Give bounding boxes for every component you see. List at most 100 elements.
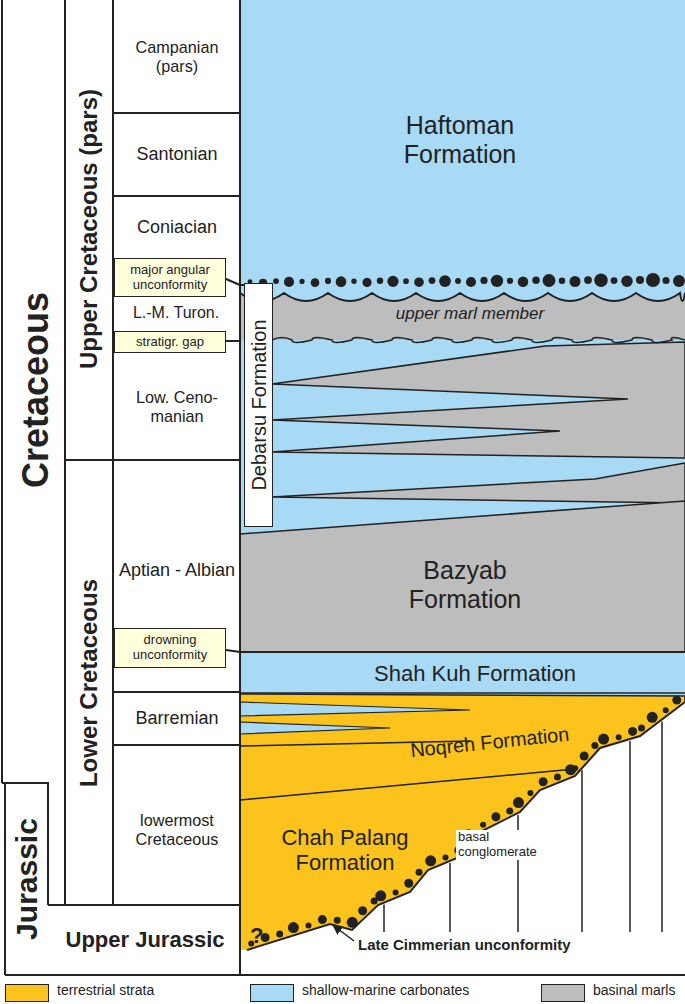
conglomerate-clast [403, 278, 409, 284]
note-text: major angular unconformity [118, 263, 222, 293]
unit-name: Coniacian [137, 217, 217, 238]
unit-name: L.-M. Turon. [133, 304, 219, 322]
conglomerate-clast [425, 855, 436, 866]
basement-line [449, 863, 451, 932]
angular-unconformity [240, 293, 685, 301]
note-box: drowning unconformity [114, 628, 226, 668]
conglomerate-clast [443, 854, 449, 860]
stage-cell: Barremian [116, 694, 238, 743]
column-title: Lower Cretaceous [75, 579, 103, 787]
stage-cell: Campanian (pars) [116, 2, 238, 111]
conglomerate-clast [580, 752, 589, 761]
basement-line [661, 721, 663, 932]
formation-label: Noqreh Formation [370, 722, 610, 762]
conglomerate-clast [527, 790, 533, 796]
epoch-column: Upper Cretaceous (pars) [66, 0, 112, 458]
conglomerate-clast [350, 919, 356, 925]
conglomerate-clast [584, 276, 592, 284]
basement-line [629, 741, 631, 932]
conglomerate-clast [347, 917, 358, 928]
unit-name: upper marl member [396, 304, 544, 324]
unit-name: Noqreh Formation [410, 722, 571, 761]
drowning-surface [240, 651, 685, 653]
conglomerate-clast [362, 278, 371, 287]
conglomerate-clast [646, 273, 660, 287]
legend-swatch [541, 984, 585, 1002]
conglomerate-clast [288, 922, 299, 933]
legend-text: basinal marls [593, 983, 685, 997]
formation-box: Debarsu Formation [244, 283, 273, 527]
conglomerate-clast [506, 807, 513, 814]
conglomerate-clast [673, 275, 685, 287]
conglomerate-clast [318, 915, 327, 924]
legend-text: terrestrial strata [57, 983, 187, 997]
column-title: Upper Cretaceous (pars) [75, 89, 103, 369]
conglomerate-clast [662, 277, 669, 284]
conglomerate-clast [325, 278, 331, 284]
unit-name: Shah Kuh Formation [374, 661, 576, 686]
conglomerate-clast [559, 277, 566, 284]
conglomerate-clast [404, 879, 413, 888]
legend-swatch [250, 984, 294, 1002]
carbonate-tongue [240, 702, 470, 716]
conglomerate-clast [672, 696, 681, 705]
conglomerate-clast [375, 890, 386, 901]
stage-cell: Coniacian [116, 198, 238, 256]
conglomerate-clast [429, 277, 436, 284]
conglomerate-clast [387, 276, 398, 287]
note-text: stratigr. gap [136, 335, 204, 350]
conglomerate-clast [455, 278, 461, 284]
stage-cell: Low. Ceno- manian [116, 356, 238, 458]
conglomerate-clast [616, 734, 622, 740]
conglomerate-clast [594, 274, 607, 287]
conglomerate-clast [621, 276, 632, 287]
column-title: Jurassic [10, 818, 45, 940]
unconformity-line [247, 702, 685, 950]
stage-cell: lowermost Cretaceous [116, 770, 238, 890]
conglomerate-clast [305, 922, 311, 928]
conglomerate-clast [554, 774, 561, 781]
conglomerate-clast [507, 278, 513, 284]
legend-text: shallow-marine carbonates [302, 983, 492, 997]
unit-name: Chah Palang Formation [270, 825, 420, 876]
conglomerate-clast [491, 275, 503, 287]
pre-unconformity-ground [240, 702, 685, 975]
conglomerate-clast [393, 889, 399, 895]
conglomerate-clast [572, 765, 578, 771]
conglomerate-clast [638, 724, 645, 731]
unit-name: Campanian (pars) [116, 38, 238, 75]
leader-arrow [334, 926, 354, 941]
conglomerate-clast [569, 276, 580, 287]
conglomerate-clast [491, 812, 500, 821]
conglomerate-clast [351, 279, 356, 284]
conglomerate-clast [513, 797, 524, 808]
unit-name: Bazyab Formation [405, 556, 525, 614]
column-title: Debarsu Formation [247, 319, 270, 490]
epoch-column: Lower Cretaceous [66, 462, 112, 904]
note-box: major angular unconformity [114, 258, 226, 297]
conglomerate-clast [414, 277, 424, 287]
conglomerate-clast [273, 278, 279, 284]
stage-cell: Upper Jurassic [52, 907, 238, 973]
facies-boundary [240, 769, 575, 800]
unit-name: Low. Ceno- manian [116, 388, 238, 425]
conglomerate-clast [466, 277, 476, 287]
stage-cell: L.-M. Turon. [114, 298, 238, 328]
conglomerate-clast [284, 277, 294, 287]
conglomerate-clast [539, 777, 548, 786]
unit-name: lowermost Cretaceous [116, 811, 238, 848]
conglomerate-clast [439, 275, 451, 287]
conglomerate-clast [647, 712, 658, 723]
conglomerate-clast [311, 278, 320, 287]
conglomerate-clast [480, 277, 487, 284]
carbonate-ground [240, 0, 685, 700]
marl-tongue [272, 463, 685, 503]
conglomerate-clast [276, 930, 283, 937]
bazyab-fill [240, 501, 685, 652]
conglomerate-dots [248, 273, 685, 946]
note-box: stratigr. gap [114, 331, 226, 353]
formation-label: Bazyab Formation [380, 550, 550, 620]
basement-line [383, 905, 385, 932]
formation-label: Shah Kuh Formation [330, 658, 620, 690]
